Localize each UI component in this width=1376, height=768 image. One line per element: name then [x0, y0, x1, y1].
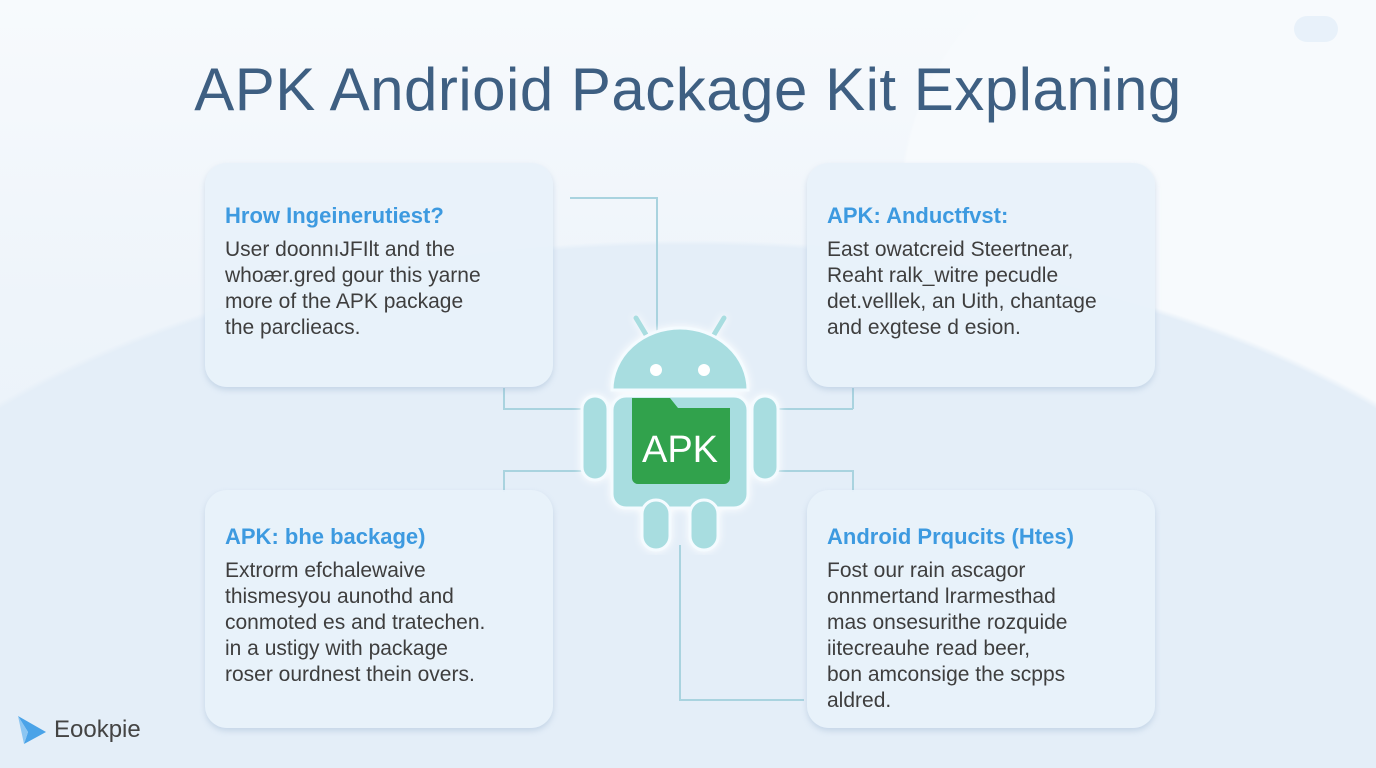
- android-robot-icon: APK: [580, 315, 780, 552]
- info-card-bottom-right: Android Prqucits (Htes) Fost our rain as…: [807, 490, 1155, 728]
- card-heading: APK: bhe backage): [225, 524, 426, 549]
- corner-decoration: [1294, 16, 1338, 42]
- connector-line: [656, 197, 658, 332]
- paper-plane-icon: [18, 716, 46, 744]
- card-text: East owatcreid Steertnear,Reaht ralk_wit…: [827, 238, 1097, 339]
- connector-line: [852, 388, 854, 409]
- info-card-top-left: Hrow Ingeinerutiest? User doonnıJFIlt an…: [205, 163, 553, 387]
- info-card-top-right: APK: Anductfvst: East owatcreid Steertne…: [807, 163, 1155, 387]
- connector-line: [570, 197, 658, 199]
- card-heading: APK: Anductfvst:: [827, 203, 1009, 228]
- brand-name: Eookpie: [54, 716, 141, 743]
- connector-line: [503, 408, 583, 410]
- card-heading: Hrow Ingeinerutiest?: [225, 203, 444, 228]
- brand-logo: Eookpie: [16, 714, 141, 746]
- connector-line: [852, 470, 854, 492]
- page-title: APK Andrioid Package Kit Explaning: [194, 56, 1182, 123]
- connector-line: [503, 470, 583, 472]
- connector-line: [503, 470, 505, 492]
- connector-line: [778, 470, 853, 472]
- apk-badge-label: APK: [642, 429, 718, 471]
- connector-line: [778, 408, 853, 410]
- connector-line: [679, 545, 681, 701]
- connector-line: [503, 388, 505, 409]
- card-heading: Android Prqucits (Htes): [827, 524, 1074, 549]
- connector-line: [679, 699, 804, 701]
